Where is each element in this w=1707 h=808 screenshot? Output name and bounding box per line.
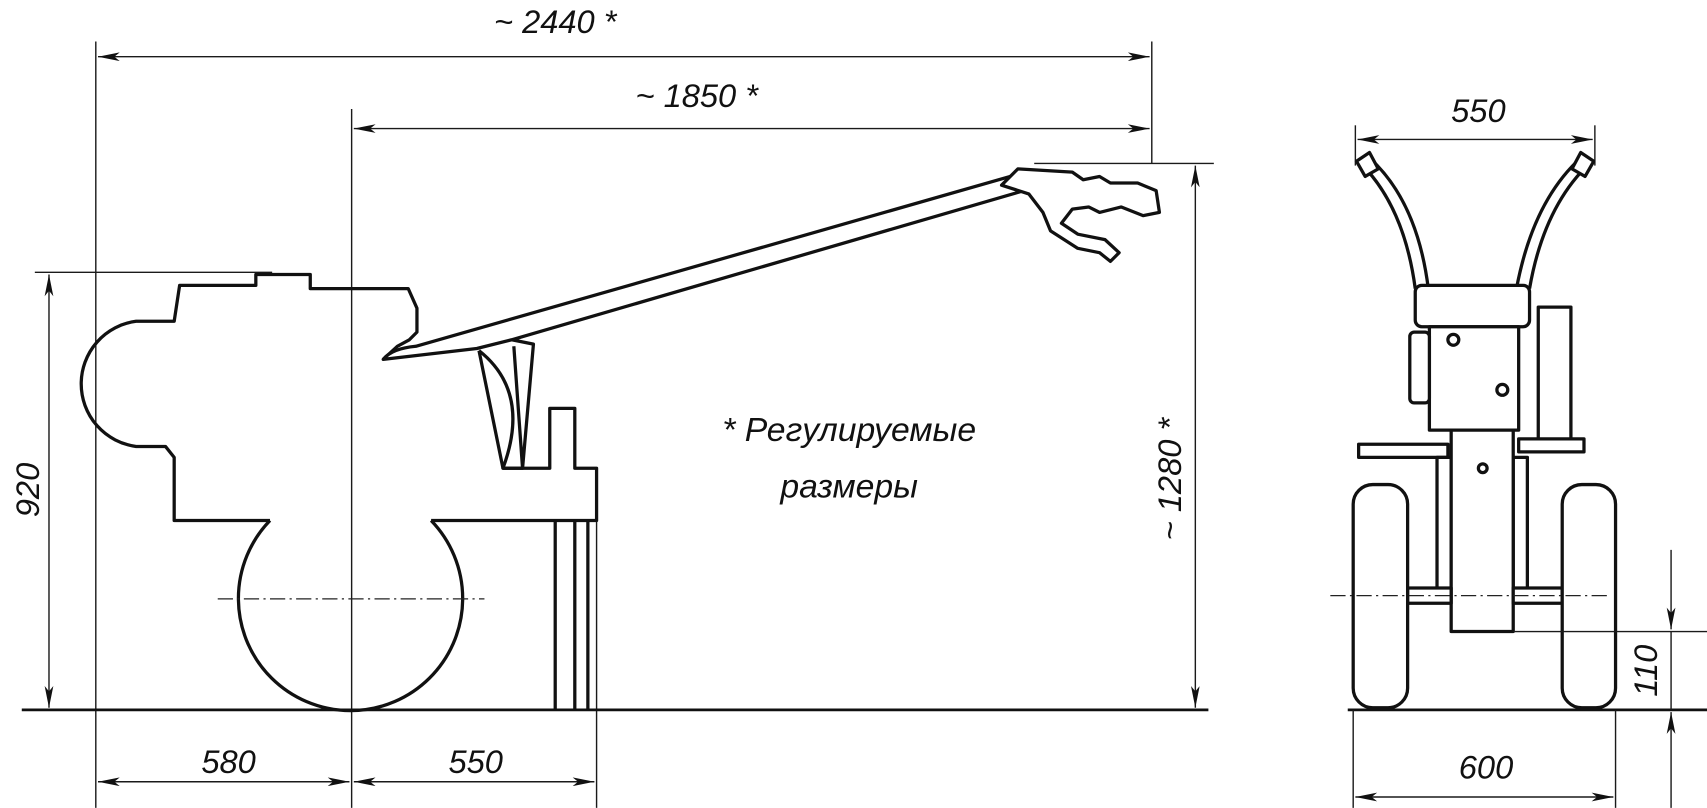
platform-right [1517, 437, 1586, 454]
dim-1280-label: ~ 1280 * [1151, 417, 1188, 541]
engine-block [1427, 325, 1521, 432]
engine-body-outline [79, 272, 599, 523]
side-view: ~ 2440 * ~ 1850 * 920 ~ 1280 * 580 550 *… [9, 3, 1214, 808]
engine-bolt [1495, 382, 1510, 397]
dim-600-label: 600 [1459, 748, 1513, 785]
wheel-outline [236, 519, 465, 713]
dim-110-label: 110 [1627, 645, 1664, 697]
handle-left [1359, 156, 1430, 289]
side-plate-right [1511, 455, 1530, 596]
gearbox-column [1449, 428, 1515, 634]
dim-580-label: 580 [201, 743, 255, 780]
dim-550-front-label: 550 [1451, 92, 1505, 129]
note-line2: размеры [779, 468, 918, 506]
front-view: 550 600 110 [1330, 92, 1707, 808]
handle-grip [999, 167, 1162, 264]
handle-bar [381, 174, 1030, 361]
wheel-left [1351, 482, 1410, 710]
rear-stand [553, 520, 590, 710]
wheel-right [1560, 482, 1618, 710]
handle-strut [477, 338, 536, 470]
dim-920-label: 920 [9, 463, 46, 517]
fuel-tank [1413, 283, 1532, 329]
engine-cover [1408, 330, 1432, 405]
pulley [1536, 305, 1573, 442]
side-plate-left [1435, 455, 1453, 596]
dim-550-side-label: 550 [449, 743, 503, 780]
grip-left [1354, 150, 1380, 179]
gearbox-bolt [1476, 462, 1489, 475]
dim-1850-label: ~ 1850 * [635, 77, 759, 114]
note-line1: * Регулируемые [722, 411, 976, 449]
platform-left [1356, 442, 1450, 459]
extension-lines [34, 41, 1214, 808]
dim-2440-label: ~ 2440 * [494, 3, 618, 40]
engine-bolt [1446, 332, 1461, 347]
handle-right [1514, 156, 1591, 289]
grip-right [1570, 150, 1596, 179]
